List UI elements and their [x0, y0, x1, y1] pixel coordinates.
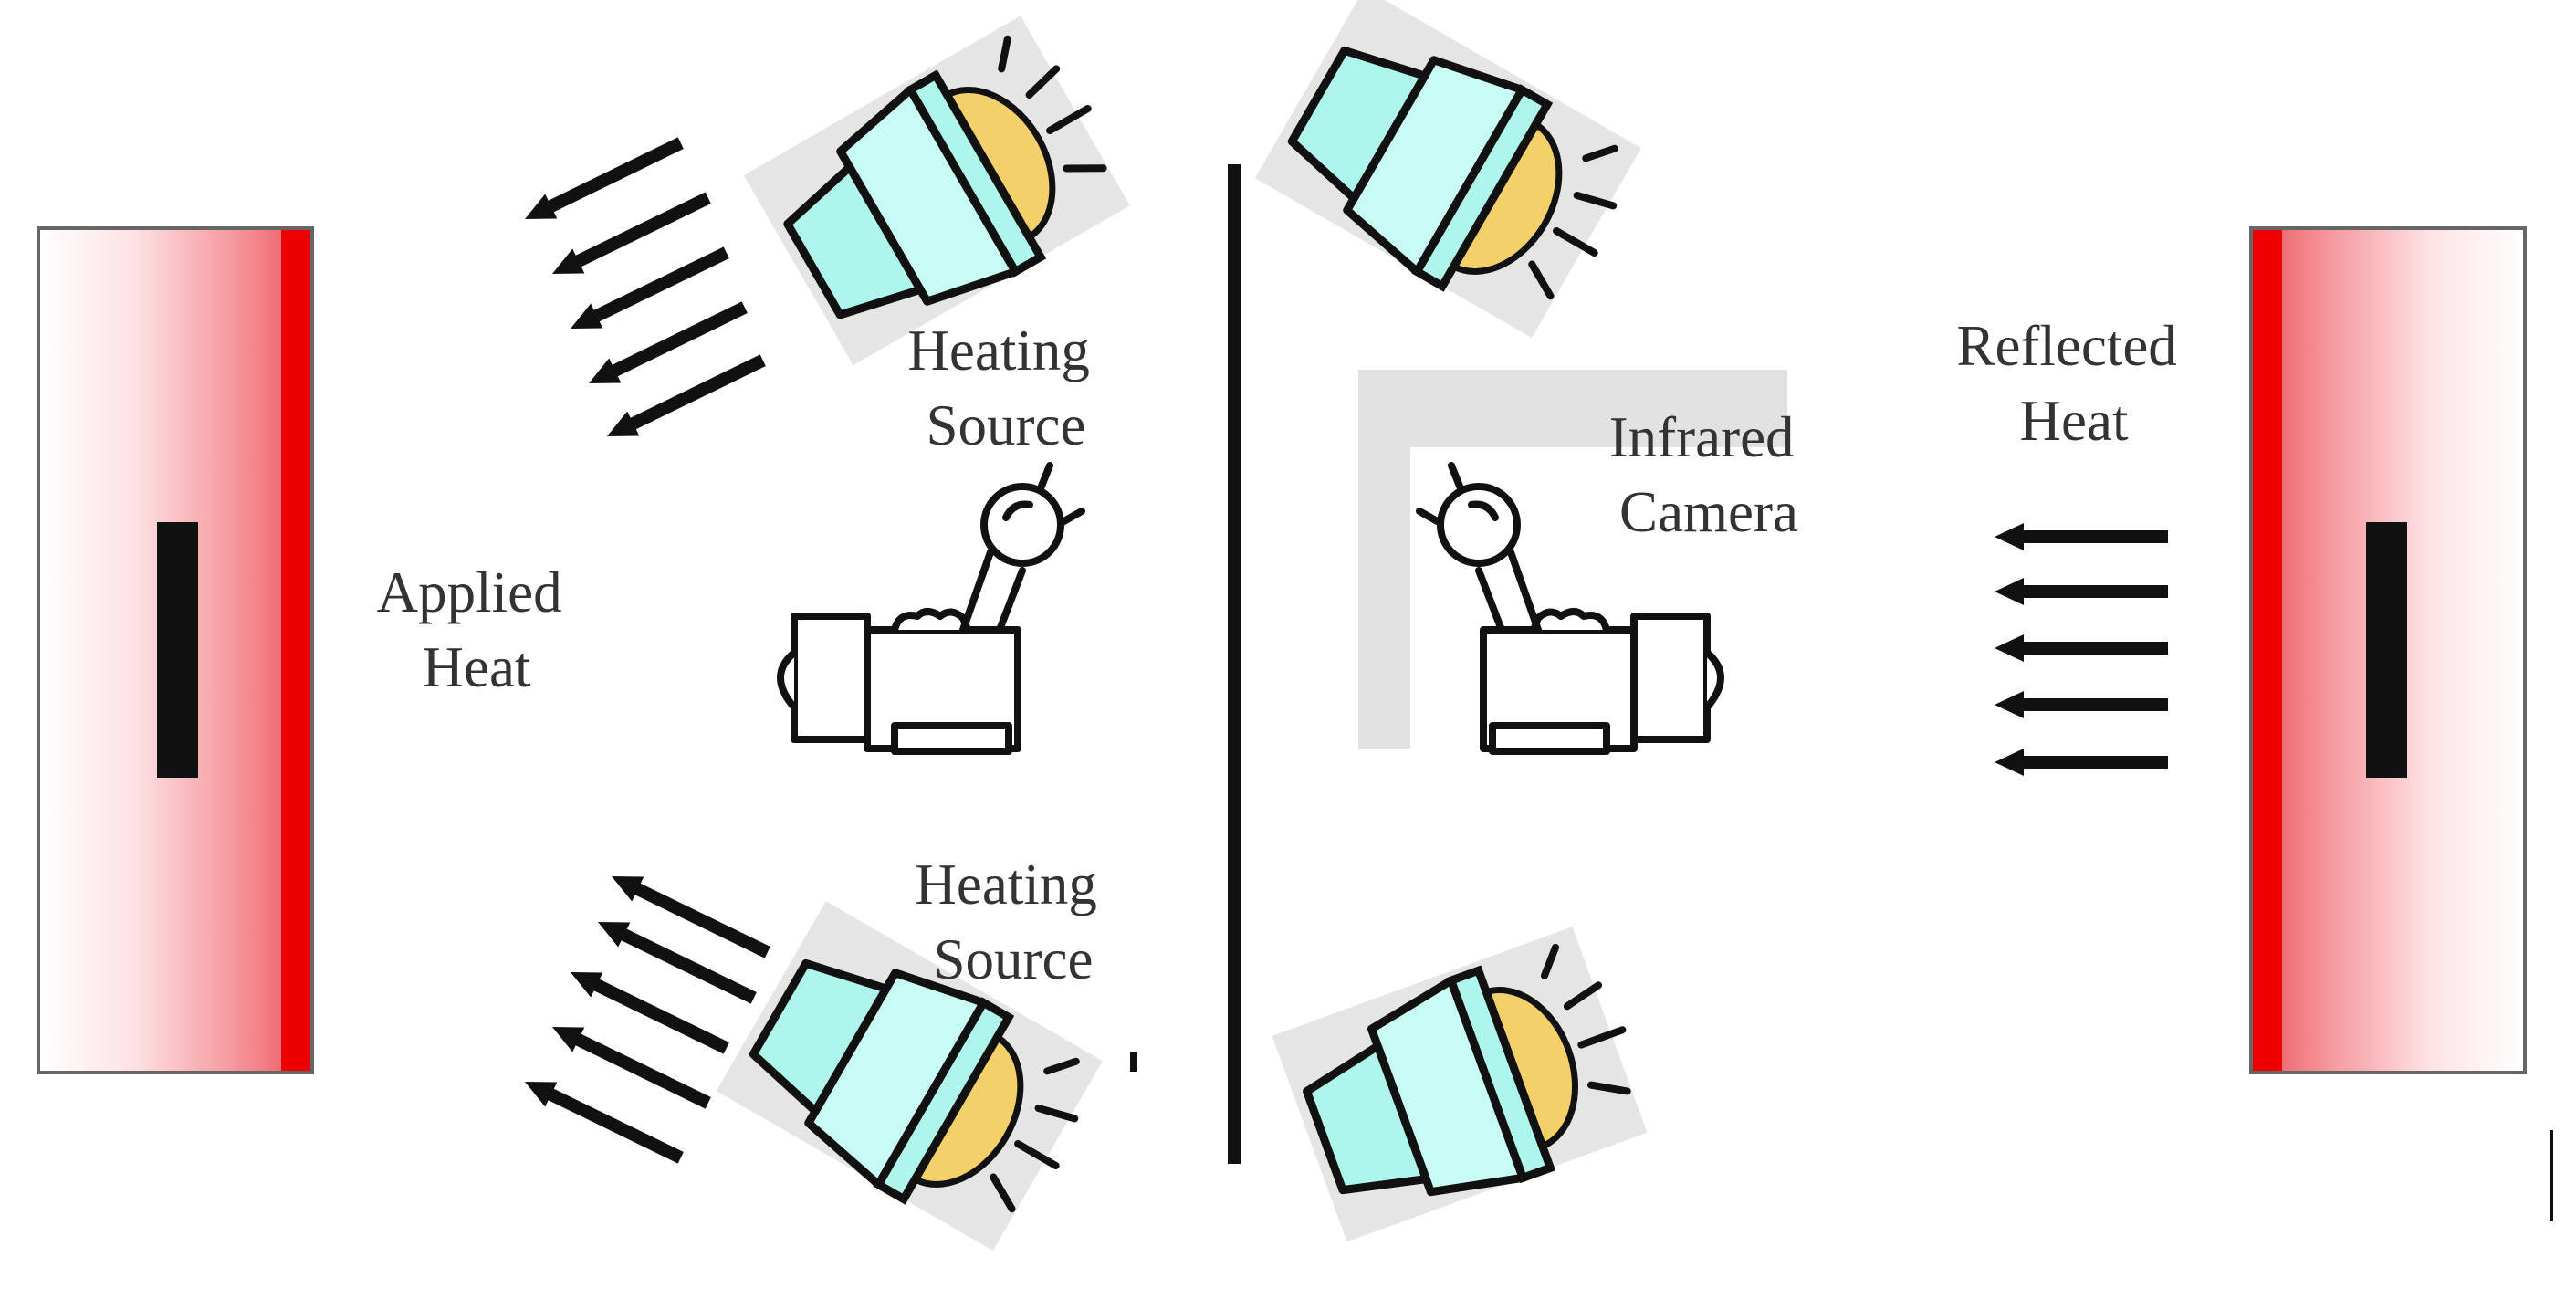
applied-heat-arrows-top	[518, 131, 769, 448]
arrow	[605, 864, 773, 965]
right-specimen	[2249, 226, 2527, 1074]
lamp-top-left	[744, 10, 1140, 365]
arrow	[1995, 634, 2168, 662]
arrow	[1995, 578, 2168, 605]
camera-left	[780, 466, 1082, 751]
lamp-bottom-right	[1272, 923, 1659, 1242]
applied-heat-label: Applied Heat	[377, 560, 577, 699]
applied-heat-arrows-bottom	[518, 864, 773, 1170]
arrow	[1995, 749, 2168, 776]
left-defect	[157, 522, 198, 778]
heating-source-top-label: Heating Source	[907, 319, 1104, 457]
arrow	[1995, 691, 2168, 718]
arrow	[1995, 523, 2168, 550]
infrared-camera-label: Infrared Camera	[1609, 405, 1809, 544]
left-specimen	[37, 226, 314, 1074]
reflected-heat-arrows	[1995, 523, 2168, 776]
right-defect	[2366, 522, 2407, 778]
lamp-top-right	[1255, 0, 1651, 344]
stray-mark	[1130, 1052, 1137, 1072]
reflected-heat-label: Reflected Heat	[1956, 314, 2191, 453]
heating-source-bottom-label: Heating Source	[915, 853, 1111, 991]
